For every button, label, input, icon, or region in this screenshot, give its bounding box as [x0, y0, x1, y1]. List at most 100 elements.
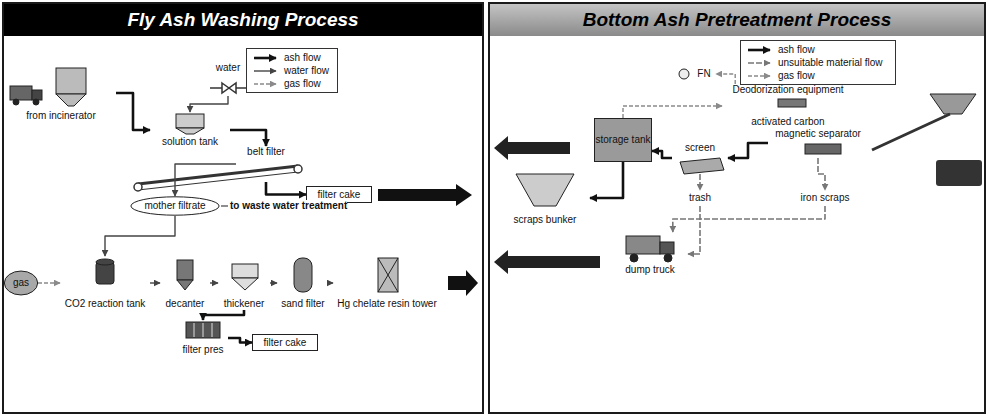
- water-flow-arrow: [175, 164, 236, 196]
- dump-truck-icon: [626, 236, 660, 254]
- legend-sample: [746, 45, 774, 55]
- resin-tower: Hg chelate resin tower: [333, 256, 441, 310]
- water-valve: [210, 83, 248, 93]
- filter-press-icon: [186, 322, 220, 338]
- gas-flow-arrow: [716, 74, 735, 84]
- resin-tower-icon: [378, 258, 398, 292]
- ash-flow-arrow: [266, 182, 306, 195]
- legend-row: ash flow: [252, 51, 332, 64]
- screen: screen: [672, 142, 728, 174]
- filter-press-icon: [186, 322, 220, 338]
- node-label: mother filtrate: [144, 200, 205, 212]
- resin-tower-icon: [378, 258, 398, 292]
- node-label: trash: [689, 192, 711, 204]
- water-supply: water: [205, 62, 251, 96]
- ash-silo: [56, 68, 86, 106]
- outflow-arrow: [494, 136, 982, 274]
- gas-cloud: gas: [4, 270, 38, 296]
- legend-row: unsuitable material flow: [746, 56, 890, 69]
- sand-filter: sand filter: [277, 256, 329, 310]
- legend-row: gas flow: [252, 77, 332, 90]
- solution-tank-icon: [176, 114, 204, 128]
- water-flow-arrow: [105, 216, 175, 256]
- thickener: thickener: [218, 256, 270, 310]
- decanter-icon: [177, 260, 193, 290]
- iron-output: iron scraps: [790, 190, 860, 206]
- screen-icon: [680, 158, 724, 174]
- feed-hopper: [872, 114, 950, 150]
- incinerator-truck: [33, 99, 39, 105]
- magnet-icon: [805, 144, 841, 154]
- sand-filter-icon: [294, 258, 312, 292]
- node-label: from incinerator: [26, 110, 95, 122]
- ash-silo: [56, 68, 86, 94]
- ash-flow-arrow: [116, 93, 150, 130]
- node-label: magnetic separator: [775, 128, 861, 140]
- legend-text: water flow: [284, 65, 329, 77]
- shape-outline: [131, 197, 219, 215]
- node-label: scraps bunker: [514, 214, 577, 226]
- node-label: gas: [13, 277, 29, 289]
- solution-tank-icon: [176, 114, 204, 134]
- filter-press-icon: [212, 323, 213, 337]
- unsuit-flow-arrow: [818, 158, 825, 190]
- fan: FN: [692, 66, 716, 82]
- belt-conveyor: [294, 165, 302, 173]
- node-label: filter cake: [264, 337, 307, 349]
- dump-truck-icon: [626, 236, 674, 262]
- outflow-arrow: [936, 160, 982, 186]
- filter-press-icon: [203, 323, 204, 337]
- legend-text: ash flow: [778, 44, 815, 56]
- incinerator-truck: [10, 86, 42, 105]
- filtrate-ellipse: mother filtrate: [130, 196, 220, 216]
- ash-flow-arrow: [728, 143, 768, 158]
- water-flow-arrow: [150, 282, 160, 283]
- node-label: storage tank: [595, 134, 650, 146]
- node-label: filter cake: [318, 189, 361, 201]
- leader-line: [221, 205, 228, 206]
- legend-sample: [254, 83, 276, 84]
- legend-sample: [746, 58, 774, 68]
- legend-sample: [748, 48, 770, 51]
- water-valve: [222, 83, 236, 93]
- incinerator-truck: [10, 86, 32, 100]
- ash-flow-arrow: [590, 162, 623, 198]
- legend-sample: [748, 62, 770, 64]
- legend-sample: [252, 79, 280, 89]
- dump-truck-icon: [630, 254, 638, 262]
- carbon-filter-icon: [778, 99, 806, 107]
- gas-flow-arrow: [38, 282, 60, 283]
- scraps-bunker: scraps bunker: [500, 170, 590, 226]
- water-flow-arrow: [210, 282, 218, 283]
- belt-conveyor: [134, 183, 142, 191]
- belt-conveyor: [134, 165, 302, 191]
- node-label: belt filter: [247, 146, 285, 158]
- feed-hopper: [872, 94, 976, 150]
- legend-row: gas flow: [746, 69, 890, 82]
- dump-truck-icon: [660, 242, 674, 254]
- ash-flow-arrow: [203, 310, 244, 320]
- legend-text: ash flow: [284, 52, 321, 64]
- gas-flow-arrow: [623, 106, 722, 118]
- process-tank: solution tank: [150, 112, 230, 148]
- node-label: decanter: [166, 298, 205, 310]
- thickener-icon: [232, 264, 258, 278]
- water-flow-arrow: [270, 282, 277, 283]
- output-box: filter cake: [252, 334, 318, 351]
- feed-hopper: [930, 94, 976, 114]
- solution-tank-icon: [176, 128, 204, 134]
- legend-sample: [254, 70, 276, 71]
- legend-text: gas flow: [778, 70, 815, 82]
- ash-flow-arrow: [228, 338, 252, 343]
- decanter-icon: [177, 280, 193, 290]
- node-label: iron scraps: [801, 192, 850, 204]
- deodorizer: Deodorization equipmentactivated carbon: [722, 84, 854, 128]
- co2-tank-icon: [96, 259, 114, 265]
- dump-truck: dump truck: [612, 232, 688, 276]
- decanter-icon: [177, 260, 193, 280]
- legend-text: unsuitable material flow: [778, 57, 883, 69]
- discharge-arrow: [378, 184, 478, 296]
- flow-note: to waste water treatment: [230, 200, 347, 212]
- panel-heading: Bottom Ash Pretreatment Process: [490, 4, 984, 36]
- ash-silo: [56, 94, 86, 106]
